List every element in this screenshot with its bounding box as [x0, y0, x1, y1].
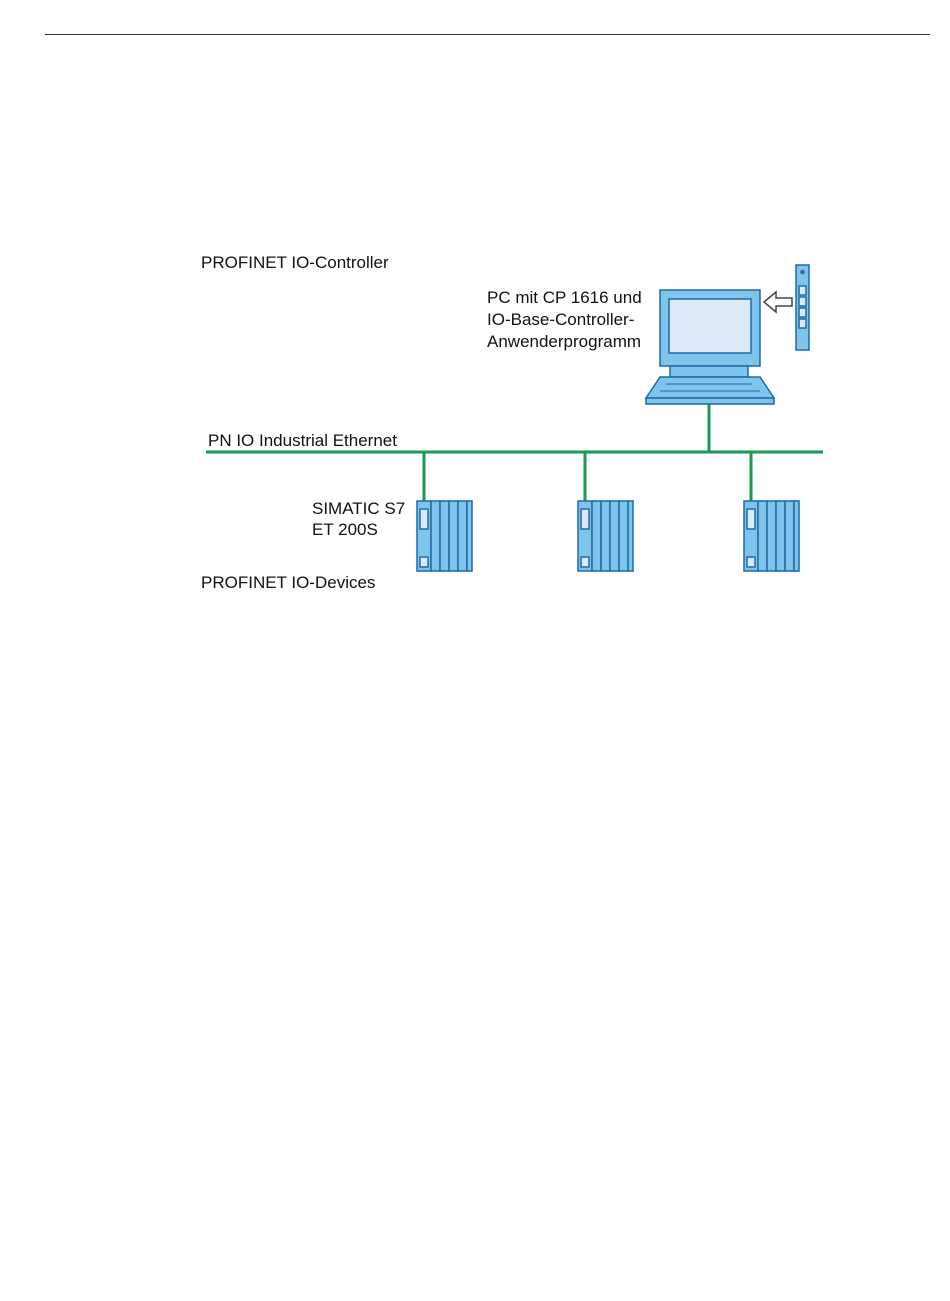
device-end-module: [628, 501, 633, 571]
et200s-device-2: [578, 501, 633, 571]
device-end-module: [794, 501, 799, 571]
device-module: [619, 501, 628, 571]
keyboard: [646, 377, 774, 398]
device-module: [601, 501, 610, 571]
insert-arrow-icon: [764, 292, 792, 312]
monitor-base: [670, 366, 748, 377]
card-port-4: [799, 319, 806, 328]
cp1616-card-icon: [796, 265, 809, 350]
device-module: [767, 501, 776, 571]
device-module: [440, 501, 449, 571]
device-head-port: [420, 557, 428, 567]
card-led: [801, 271, 804, 274]
device-head-slot: [747, 509, 755, 529]
device-module: [592, 501, 601, 571]
keyboard-edge: [646, 398, 774, 404]
device-end-module: [467, 501, 472, 571]
card-port-3: [799, 308, 806, 317]
ethernet-lines: [206, 404, 823, 503]
device-module: [431, 501, 440, 571]
et200s-device-1: [417, 501, 472, 571]
device-module: [458, 501, 467, 571]
device-module: [776, 501, 785, 571]
device-module: [758, 501, 767, 571]
device-module: [785, 501, 794, 571]
device-head-slot: [420, 509, 428, 529]
pc-icon: [646, 290, 774, 404]
device-module: [449, 501, 458, 571]
device-head-port: [747, 557, 755, 567]
device-head-slot: [581, 509, 589, 529]
card-port-1: [799, 286, 806, 295]
device-head-port: [581, 557, 589, 567]
device-module: [610, 501, 619, 571]
et200s-device-3: [744, 501, 799, 571]
card-port-2: [799, 297, 806, 306]
monitor-screen: [669, 299, 751, 353]
